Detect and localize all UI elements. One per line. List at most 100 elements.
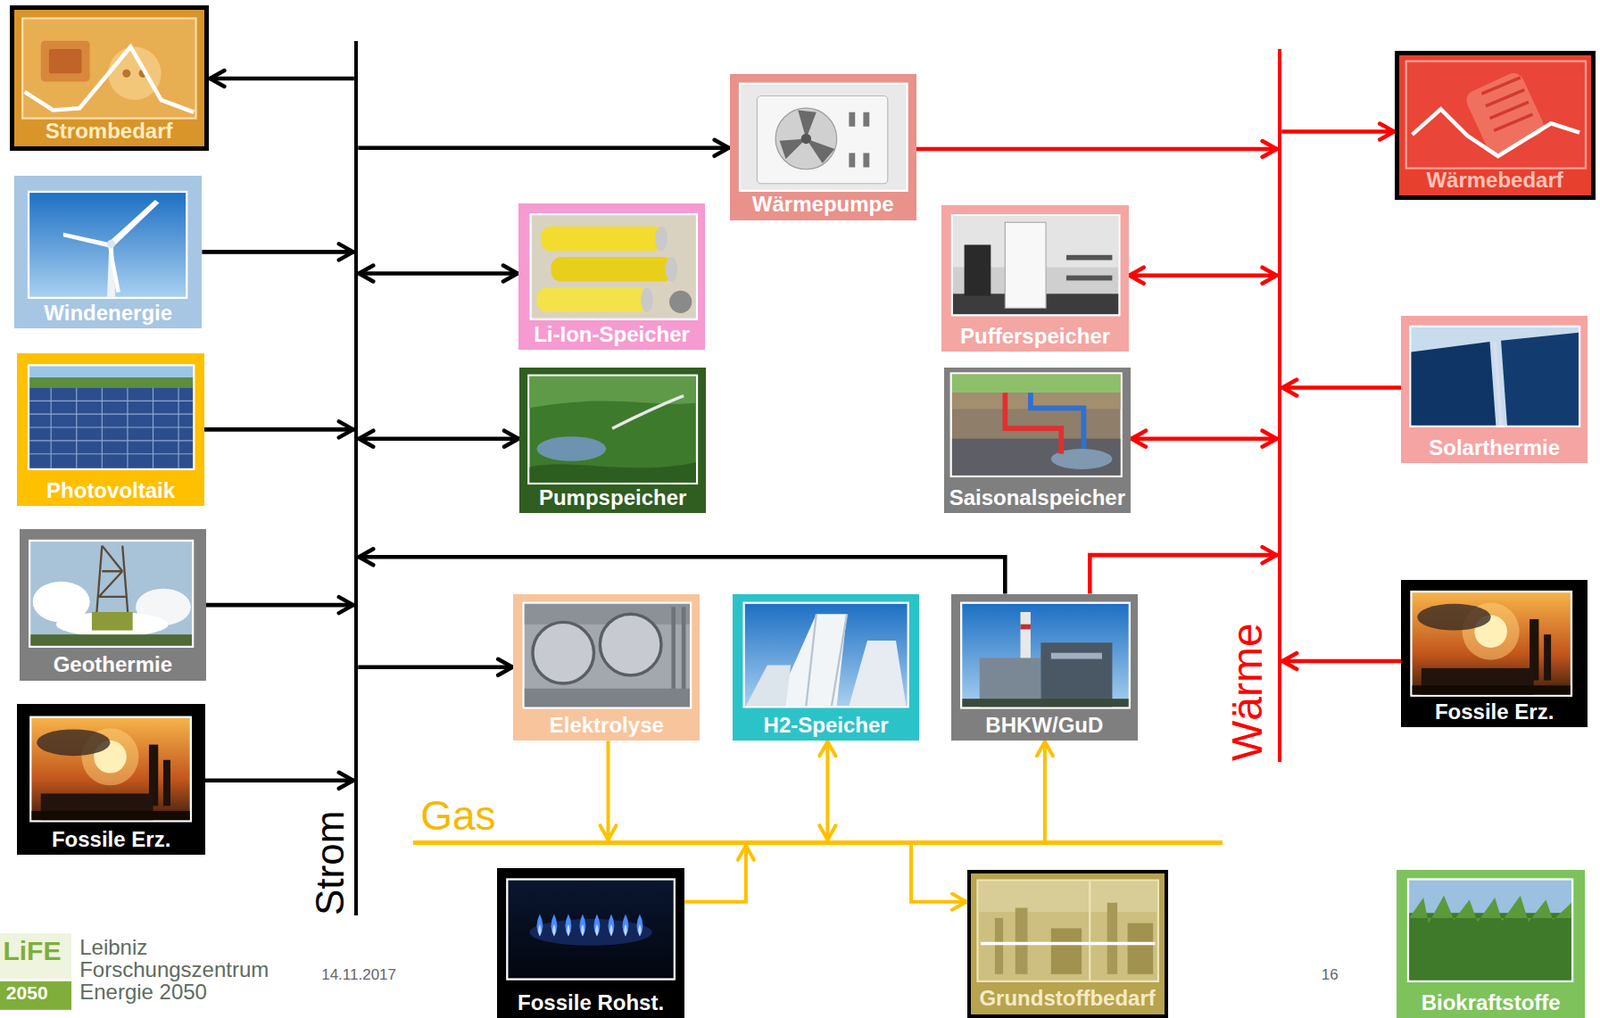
component-box: Grundstoffbedarf <box>967 870 1169 1018</box>
illustration-part <box>848 112 855 127</box>
hydrogen-tank-picture <box>744 603 909 708</box>
box-label: Fossile Erz. <box>1434 699 1554 725</box>
flow-arrow <box>206 603 355 608</box>
illustration-part <box>964 244 992 296</box>
illustration-part <box>41 793 154 821</box>
box-label: Fossile Rohst. <box>517 990 664 1016</box>
illustration-part <box>599 613 662 676</box>
component-box: H2-Speicher <box>732 594 920 742</box>
illustration-part <box>31 811 190 821</box>
chp-plant-picture <box>961 603 1130 709</box>
component-box: Li-Ion-Speicher <box>518 203 705 351</box>
flow-arrow <box>1281 129 1395 134</box>
illustration-part <box>29 540 193 647</box>
illustration-part <box>746 664 791 706</box>
text-label: 14.11.2017 <box>321 966 397 985</box>
flow-arrow <box>606 740 611 841</box>
illustration-part <box>1409 912 1572 980</box>
flow-arrow <box>1089 555 1277 594</box>
illustration-part <box>862 152 870 167</box>
box-label: Strombedarf <box>45 118 174 144</box>
flow-arrow <box>825 740 830 841</box>
illustration-part <box>848 152 855 167</box>
illustration-part <box>952 374 1121 394</box>
illustration-part <box>1004 392 1062 455</box>
illustration-part <box>523 603 692 709</box>
illustration-part <box>673 606 684 705</box>
box-label: Pumpspeicher <box>538 485 687 511</box>
illustration-part <box>1051 448 1113 470</box>
component-box: Windenergie <box>14 175 202 330</box>
illustration-part <box>1004 222 1046 308</box>
box-label: Fossile Erz. <box>51 827 171 853</box>
illustration-part <box>524 604 690 625</box>
box-label: Geothermie <box>53 652 173 678</box>
flow-arrow <box>357 665 514 671</box>
component-box: Fossile Erz. <box>16 704 205 855</box>
illustration-part <box>1408 879 1573 982</box>
component-box: Pufferspeicher <box>941 205 1128 353</box>
battery-picture <box>530 214 697 320</box>
box-label: BHKW/GuD <box>985 712 1103 738</box>
component-box: Fossile Erz. <box>1401 580 1588 729</box>
illustration-part <box>36 729 110 756</box>
socket-picture <box>22 18 196 119</box>
illustration-part <box>1127 923 1154 975</box>
illustration-part <box>28 364 194 470</box>
illustration-part <box>529 462 696 483</box>
box-label: Grundstoffbedarf <box>978 986 1155 1012</box>
illustration-part <box>536 913 643 937</box>
component-box: Strombedarf <box>9 5 209 152</box>
component-box: Elektrolyse <box>513 594 700 742</box>
illustration-part <box>1051 653 1103 660</box>
bus-bar: Wärme <box>1277 49 1283 763</box>
illustration-part <box>654 226 668 251</box>
flow-arrow <box>208 76 354 82</box>
box-label: H2-Speicher <box>763 712 889 738</box>
flow-arrow <box>357 556 1005 594</box>
bus-label: Gas <box>420 792 496 840</box>
illustration-part <box>1494 341 1501 426</box>
illustration-part <box>139 69 148 78</box>
box-label: Saisonalspeicher <box>949 485 1126 511</box>
illustration-part <box>93 740 127 774</box>
illustration-part <box>744 603 909 708</box>
illustration-part <box>107 244 121 293</box>
illustration-part <box>538 924 641 937</box>
illustration-part <box>107 244 116 297</box>
solar-thermal-picture <box>1409 326 1580 427</box>
illustration-part <box>665 256 679 282</box>
flow-arrow <box>357 436 520 441</box>
refinery-picture <box>977 880 1158 982</box>
illustration-part <box>135 588 191 626</box>
illustration-part <box>1107 903 1118 975</box>
illustration-part <box>49 49 83 74</box>
bus-label: Strom <box>307 811 354 916</box>
illustration-part <box>640 287 654 312</box>
illustration-part <box>30 717 191 822</box>
illustration-part <box>29 377 193 388</box>
fossil-plant-picture <box>30 717 191 822</box>
box-label: Pufferspeicher <box>960 323 1111 349</box>
illustration-part <box>801 133 812 144</box>
component-box: Fossile Rohst. <box>497 868 685 1018</box>
illustration-part <box>29 387 193 468</box>
illustration-part <box>1409 895 1572 924</box>
illustration-part <box>540 226 664 251</box>
illustration-part <box>612 396 684 430</box>
illustration-part <box>862 112 870 127</box>
illustration-part <box>532 621 595 684</box>
geothermal-picture <box>29 540 193 647</box>
illustration-part <box>1481 77 1533 131</box>
illustration-part <box>1412 108 1581 157</box>
illustration-part <box>953 293 1119 315</box>
illustration-part <box>952 392 1121 409</box>
illustration-part <box>1051 928 1082 974</box>
text-label: 2050 <box>6 982 49 1004</box>
component-box: Photovoltaik <box>16 353 204 507</box>
component-box: BHKW/GuD <box>951 594 1138 742</box>
illustration-part <box>756 95 888 183</box>
illustration-part <box>1030 392 1084 449</box>
